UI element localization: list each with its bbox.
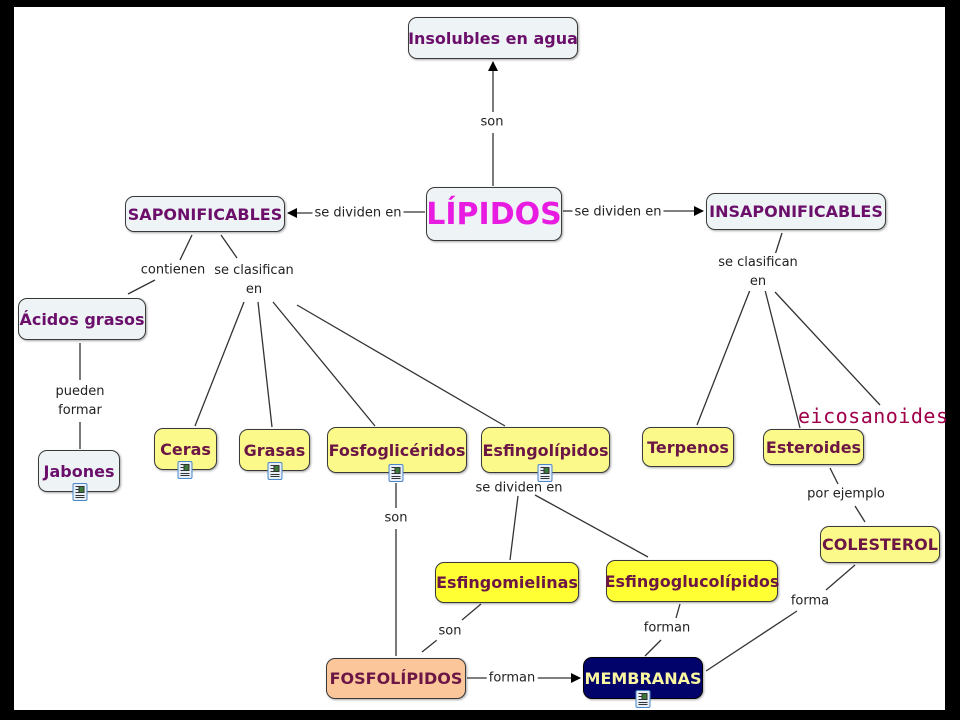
- node-fosfogliceridos[interactable]: Fosfoglicéridos: [327, 427, 467, 473]
- link-label-se-clasifican-right: se clasifican en: [716, 253, 800, 291]
- node-label: Esfingolípidos: [482, 440, 609, 460]
- node-esfingomielinas[interactable]: Esfingomielinas: [435, 562, 579, 603]
- node-label: SAPONIFICABLES: [127, 204, 283, 224]
- node-label: Grasas: [243, 440, 306, 460]
- node-label: Esfingomielinas: [436, 573, 578, 592]
- node-saponificables[interactable]: SAPONIFICABLES: [125, 196, 285, 232]
- node-ceras[interactable]: Ceras: [154, 428, 217, 470]
- node-label: Jabones: [43, 461, 115, 481]
- node-terpenos[interactable]: Terpenos: [642, 427, 734, 467]
- node-grasas[interactable]: Grasas: [239, 429, 310, 471]
- node-label: INSAPONIFICABLES: [709, 202, 883, 221]
- link-label-contienen: contienen: [138, 260, 208, 280]
- resource-document-icon[interactable]: [635, 690, 651, 708]
- node-fosfolipidos[interactable]: FOSFOLÍPIDOS: [326, 658, 466, 699]
- node-acidos-grasos[interactable]: Ácidos grasos: [18, 298, 146, 340]
- node-insaponificables[interactable]: INSAPONIFICABLES: [706, 193, 886, 230]
- node-label: MEMBRANAS: [584, 668, 702, 688]
- node-label: Ácidos grasos: [19, 309, 145, 329]
- resource-document-icon[interactable]: [537, 464, 553, 482]
- link-label-por-ejemplo: por ejemplo: [805, 484, 887, 504]
- node-insolubles-en-agua[interactable]: Insolubles en agua: [408, 17, 578, 59]
- node-label: FOSFOLÍPIDOS: [329, 669, 463, 688]
- resource-document-icon[interactable]: [388, 464, 404, 482]
- node-esfingoglucolipidos[interactable]: Esfingoglucolípidos: [604, 560, 780, 602]
- resource-document-icon[interactable]: [267, 462, 283, 480]
- node-label: Terpenos: [647, 437, 729, 457]
- link-label-son: son: [478, 112, 506, 132]
- link-label-forma: forma: [788, 591, 832, 611]
- link-label-se-dividen-en-left: se dividen en: [312, 203, 404, 223]
- link-label-se-clasifican-left: se clasifican en: [212, 261, 296, 299]
- annotation-eicosanoides: eicosanoides: [798, 404, 949, 428]
- node-label: LÍPIDOS: [426, 196, 562, 232]
- node-label: Insolubles en agua: [408, 28, 578, 48]
- node-lipidos-root[interactable]: LÍPIDOS: [426, 187, 562, 241]
- node-label: Ceras: [160, 439, 211, 459]
- link-label-se-dividen-en-esfingo: se dividen en: [475, 480, 563, 496]
- link-label-son-fosfo: son: [382, 508, 410, 528]
- node-membranas[interactable]: MEMBRANAS: [583, 657, 703, 699]
- node-colesterol[interactable]: COLESTEROL: [820, 526, 940, 563]
- node-label: COLESTEROL: [822, 535, 938, 554]
- node-label: Esfingoglucolípidos: [604, 571, 780, 591]
- link-label-se-dividen-en-right: se dividen en: [572, 202, 664, 222]
- link-label-pueden-formar: pueden formar: [53, 382, 107, 420]
- link-label-son-esfingo: son: [436, 621, 464, 641]
- node-label: Esteroides: [765, 437, 862, 457]
- link-label-forman-bottom: forman: [486, 668, 538, 688]
- resource-document-icon[interactable]: [177, 461, 193, 479]
- node-esteroides[interactable]: Esteroides: [763, 429, 864, 465]
- node-label: Fosfoglicéridos: [328, 440, 466, 460]
- resource-document-icon[interactable]: [72, 483, 88, 501]
- link-label-forman-glucol: forman: [641, 618, 693, 638]
